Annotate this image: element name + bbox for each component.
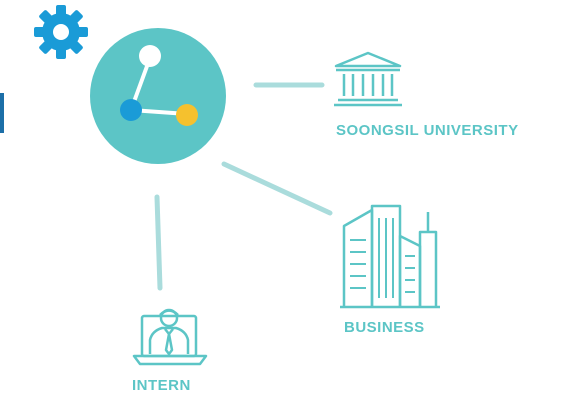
gear-icon — [34, 5, 88, 59]
edge-bar — [0, 93, 4, 133]
intern-label: INTERN — [132, 377, 191, 394]
connector-business — [221, 161, 333, 216]
business-label: BUSINESS — [344, 319, 425, 336]
university-building-icon — [334, 51, 402, 107]
intern-laptop-icon — [132, 308, 208, 366]
connector-intern — [154, 194, 163, 291]
network-circle-icon — [90, 28, 226, 164]
office-buildings-icon — [340, 204, 440, 309]
university-label: SOONGSIL UNIVERSITY — [336, 122, 519, 139]
